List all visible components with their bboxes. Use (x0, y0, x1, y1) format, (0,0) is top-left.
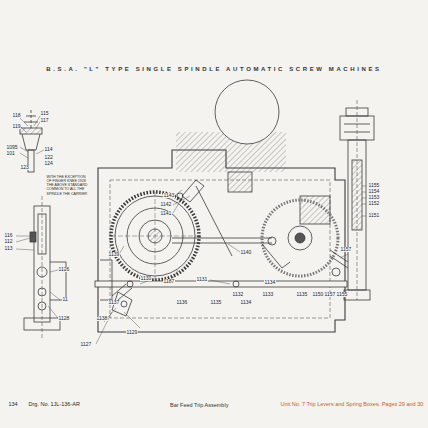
cross-reference: Unit No. 7 Trip Levers and Spring Boxes.… (280, 402, 424, 408)
spring-box-right (330, 100, 374, 300)
callout-number: 1142 (160, 202, 172, 207)
callout-number: 1126 (58, 267, 70, 272)
leader-lines-part (340, 186, 366, 258)
callout-number: 116 (4, 233, 13, 238)
spring-box-right-part (348, 140, 366, 290)
spring-box-right-part (332, 268, 340, 276)
trip-rods-part (262, 244, 290, 268)
top-left-detail-part (22, 134, 40, 150)
callout-number: 101 (6, 151, 15, 156)
callout-number: 117 (40, 118, 49, 123)
callout-number: 1140 (240, 250, 252, 255)
callout-number: 1134 (264, 280, 276, 285)
housing-part (215, 80, 279, 144)
top-left-detail-part (20, 128, 42, 134)
leader-lines (16, 116, 366, 344)
callout-number: 1128 (58, 316, 70, 321)
callout-number: 1139 (108, 252, 120, 257)
cam-gear-left (111, 192, 199, 280)
callout-number: 1143 (163, 193, 175, 198)
gear-right-part (295, 233, 305, 243)
callout-number: 124 (44, 161, 53, 166)
left-elevation-part (37, 267, 47, 277)
callout-number: 1136 (176, 300, 188, 305)
callout-number: 1157 (324, 292, 336, 297)
callout-number: 1187 (163, 279, 175, 284)
callout-number: 113 (4, 246, 13, 251)
drawing-caption: Bar Feed Trip Assembly (170, 402, 228, 408)
callout-number: 1137 (108, 300, 120, 305)
gear-right (262, 200, 338, 276)
trip-lever-bottom (100, 260, 132, 316)
left-elevation-part (38, 288, 46, 296)
gear-right-part (288, 226, 312, 250)
callout-number: 1135 (296, 292, 308, 297)
drawing-number: Drg. No. 1JL-136-AR (28, 402, 80, 408)
callout-number: 1132 (232, 292, 244, 297)
callout-number: 114 (44, 147, 53, 152)
spring-box-right-part (352, 160, 362, 230)
callout-number: 1130 (140, 276, 152, 281)
callout-number: 1153 (368, 195, 380, 200)
callout-number: 123 (20, 165, 29, 170)
leader-lines-part (16, 236, 60, 318)
callout-number: 1133 (262, 292, 274, 297)
housing-part (98, 150, 345, 332)
callout-number: 1154 (368, 189, 380, 194)
callout-number: 1135 (210, 300, 222, 305)
top-left-detail-part (24, 116, 38, 122)
callout-number: 1155 (368, 183, 380, 188)
housing-part (228, 172, 252, 192)
callout-number: 119 (12, 124, 21, 129)
callout-number: 118 (12, 113, 21, 118)
cam-gear-left-part (111, 192, 199, 280)
leader-lines-part (118, 190, 240, 278)
callout-number: 1095 (6, 145, 18, 150)
callout-number: 1138 (96, 316, 108, 321)
trip-lever-bottom-part (121, 301, 127, 307)
callout-number: 1141 (160, 211, 172, 216)
spring-box-right-part (330, 250, 348, 268)
trip-rods-part (268, 237, 276, 245)
callout-number: 112 (4, 239, 13, 244)
housing (98, 80, 345, 332)
trip-rods-part (196, 186, 232, 256)
trip-rods-part (95, 281, 347, 287)
callout-number: 1131 (196, 277, 208, 282)
callout-number: 1155 (336, 292, 348, 297)
cam-gear-left-part (111, 192, 199, 280)
callout-number: 115 (40, 111, 49, 116)
callout-number: 1157 (340, 247, 352, 252)
left-elevation-part (38, 302, 46, 310)
trip-rods-part (172, 238, 272, 243)
trip-lever-bottom-part (100, 260, 112, 300)
housing-part (110, 180, 330, 318)
trip-rods-part (127, 281, 133, 287)
page-number: 134 (8, 402, 18, 408)
callout-number: 1127 (80, 342, 92, 347)
drawing-note: WITH THE EXCEPTION OF FINGER KNEE 1928 T… (46, 175, 91, 196)
callout-number: 1134 (240, 300, 252, 305)
leader-lines-part (96, 280, 230, 344)
top-left-detail-part (31, 110, 32, 128)
left-elevation-part (30, 232, 36, 242)
callout-number: 1151 (368, 213, 380, 218)
left-elevation-part (24, 318, 60, 330)
trip-rods-part (112, 284, 132, 300)
spring-box-right-part (344, 290, 370, 300)
gear-right-part (262, 200, 338, 276)
top-left-detail (20, 110, 42, 172)
callout-number: 1150 (312, 292, 324, 297)
trip-rods-part (233, 281, 239, 287)
callout-number: 11 (62, 297, 68, 302)
drawing-strokes (16, 80, 374, 344)
sheet-title: B.S.A. "L" TYPE SINGLE SPINDLE AUTOMATIC… (0, 66, 428, 72)
callout-number: 1152 (368, 201, 380, 206)
callout-number: 1129 (126, 330, 138, 335)
callout-number: 122 (44, 155, 53, 160)
